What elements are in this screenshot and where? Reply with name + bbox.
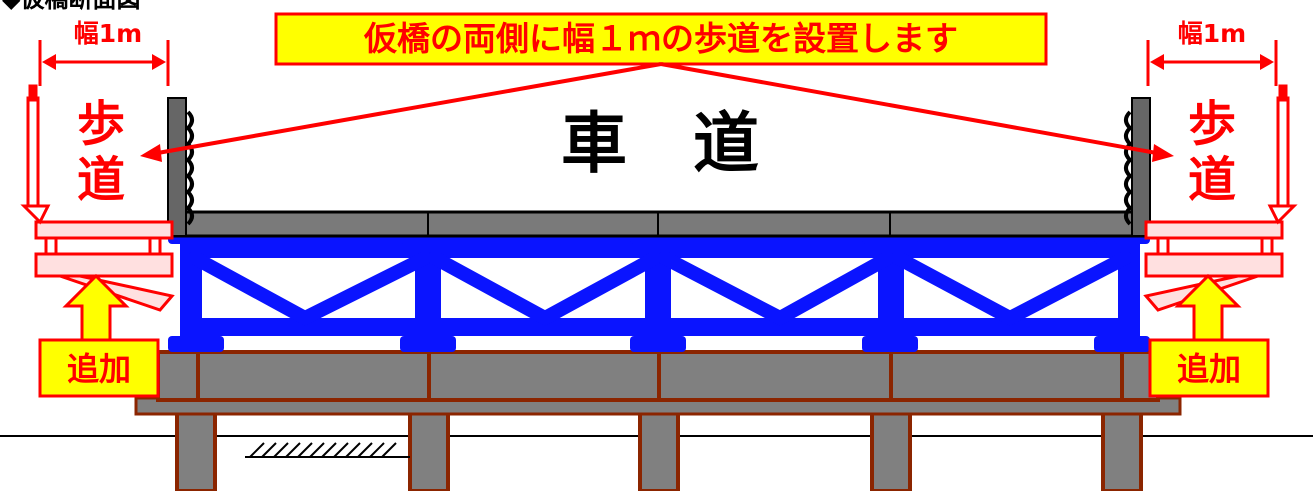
- lower-girder-joints: [196, 352, 1124, 400]
- width-label-left: 幅1m: [74, 19, 142, 48]
- width-dimension-right: [1146, 40, 1278, 86]
- sidewalk-label-right-top: 歩: [1188, 96, 1236, 152]
- ground-hatching: [245, 442, 410, 458]
- width-label-right: 幅1m: [1178, 19, 1246, 48]
- added-arrow-left: [38, 273, 160, 398]
- added-label-left: 追加: [67, 350, 131, 388]
- steel-truss: [168, 232, 1150, 352]
- callout-text: 仮橋の両側に幅１ｍの歩道を設置します: [363, 19, 958, 58]
- added-label-right: 追加: [1177, 350, 1241, 388]
- diagram-heading: ◆仮橋断面図: [2, 0, 140, 13]
- added-arrow-right: [1148, 273, 1270, 398]
- sidewalk-label-right-bottom: 道: [1188, 152, 1236, 208]
- deck-joints: [427, 212, 891, 236]
- width-dimension-left: [38, 40, 170, 86]
- sidewalk-label-left-top: 歩: [77, 96, 125, 152]
- guard-rail-right: [1124, 97, 1151, 237]
- piles: [175, 410, 1143, 491]
- sidewalk-label-left-bottom: 道: [77, 152, 125, 208]
- guard-rail-left: [167, 97, 194, 237]
- roadway-label: 車 道: [561, 105, 759, 182]
- callout-box: [274, 12, 1048, 66]
- callout-arrows: [140, 62, 1174, 162]
- bridge-deck: [170, 210, 1150, 238]
